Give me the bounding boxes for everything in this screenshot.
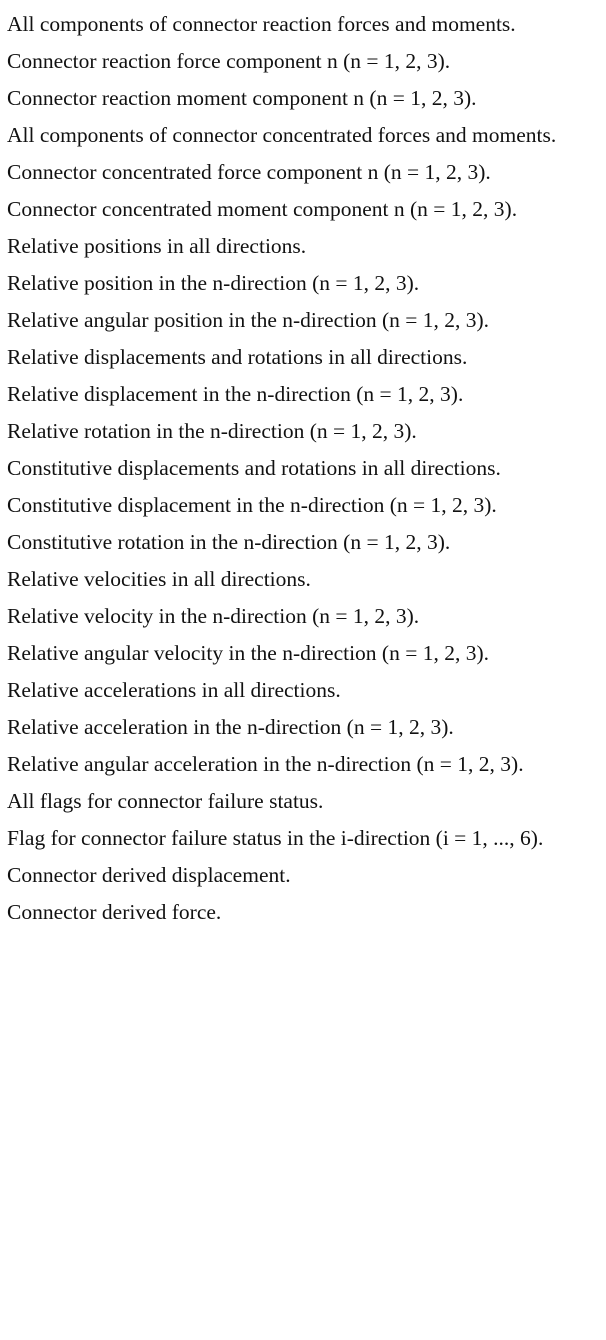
description-item: Relative positions in all directions. — [7, 234, 307, 258]
description-item: Connector reaction moment component n (n… — [7, 86, 477, 110]
description-item: Connector concentrated force component n… — [7, 160, 491, 184]
description-item: Connector reaction force component n (n … — [7, 49, 451, 73]
description-item: Relative angular acceleration in the n-d… — [7, 752, 524, 776]
description-item: Connector derived force. — [7, 900, 222, 924]
description-item: Relative acceleration in the n-direction… — [7, 715, 454, 739]
description-item: Relative angular position in the n-direc… — [7, 308, 490, 332]
description-item: Relative velocities in all directions. — [7, 567, 311, 591]
description-item: Relative displacements and rotations in … — [7, 345, 468, 369]
description-item: Relative velocity in the n-direction (n … — [7, 604, 420, 628]
description-item: Constitutive rotation in the n-direction… — [7, 530, 451, 554]
description-item: Connector concentrated moment component … — [7, 197, 518, 221]
description-item: Connector derived displacement. — [7, 863, 291, 887]
description-item: Relative rotation in the n-direction (n … — [7, 419, 417, 443]
description-item: Relative angular velocity in the n-direc… — [7, 641, 489, 665]
description-item: Constitutive displacements and rotations… — [7, 456, 501, 480]
description-item: All flags for connector failure status. — [7, 789, 324, 813]
description-item: All components of connector concentrated… — [7, 123, 557, 147]
description-item: Relative position in the n-direction (n … — [7, 271, 420, 295]
description-item: Flag for connector failure status in the… — [7, 826, 544, 850]
description-item: Constitutive displacement in the n-direc… — [7, 493, 497, 517]
description-item: All components of connector reaction for… — [7, 12, 516, 36]
description-item: Relative accelerations in all directions… — [7, 678, 341, 702]
description-item: Relative displacement in the n-direction… — [7, 382, 464, 406]
description-list: All components of connector reaction for… — [7, 0, 603, 935]
